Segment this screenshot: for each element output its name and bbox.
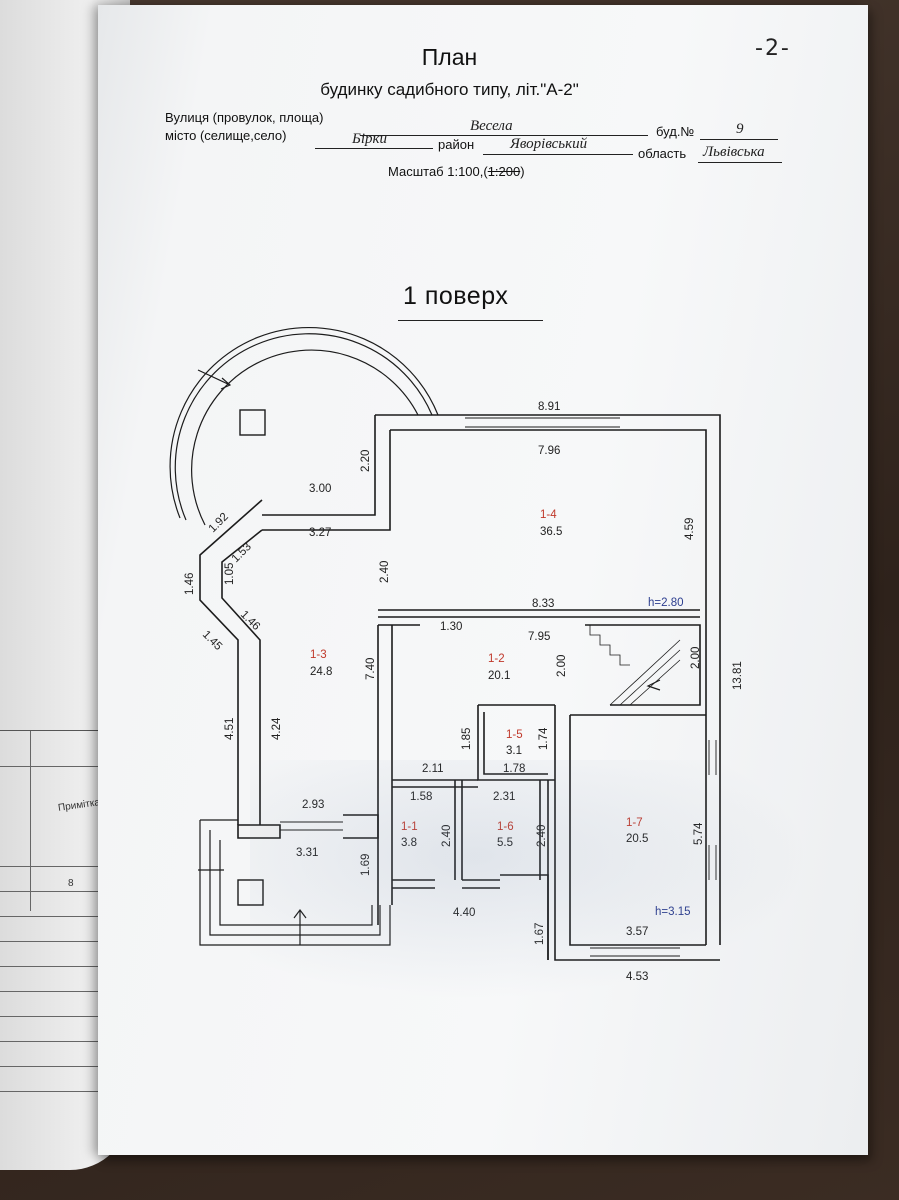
dim-1-45: 1.45 <box>200 629 224 653</box>
room-1-2-id: 1-2 <box>488 653 505 665</box>
floor-title-underline <box>398 320 543 321</box>
room-1-3-area: 24.8 <box>310 666 332 678</box>
dim-4-59: 4.59 <box>684 518 696 540</box>
district-value: Яворівський <box>510 136 588 152</box>
page-title: План <box>421 44 478 70</box>
dim-8-33: 8.33 <box>532 598 554 610</box>
dim-2-40-1-1: 2.40 <box>441 825 453 847</box>
room-1-1-id: 1-1 <box>401 821 418 833</box>
dim-4-24: 4.24 <box>271 717 283 740</box>
room-1-6-id: 1-6 <box>497 821 514 833</box>
dim-2-31: 2.31 <box>493 791 515 803</box>
scale-label: Масштаб 1:100,(1:200) <box>388 164 525 179</box>
room-1-4-id: 1-4 <box>540 509 557 521</box>
room-1-7-id: 1-7 <box>626 817 643 829</box>
dim-4-51: 4.51 <box>224 718 236 740</box>
height-1-4: h=2.80 <box>648 597 684 609</box>
room-1-3-id: 1-3 <box>310 649 327 661</box>
dim-1-74: 1.74 <box>538 727 550 750</box>
dim-2-20: 2.20 <box>360 450 372 472</box>
document-page <box>98 5 868 1155</box>
row-number: 8 <box>68 878 74 889</box>
room-1-6-area: 5.5 <box>497 837 513 849</box>
dim-2-11: 2.11 <box>422 763 444 775</box>
building-label: буд.№ <box>656 124 695 139</box>
dim-1-30: 1.30 <box>440 621 462 633</box>
dim-2-93: 2.93 <box>302 799 324 811</box>
region-label: область <box>638 146 687 161</box>
district-label: район <box>438 137 475 152</box>
dim-1-58: 1.58 <box>410 791 432 803</box>
dim-1-05: 1.05 <box>224 563 236 585</box>
dim-4-53: 4.53 <box>626 971 648 983</box>
street-label: Вулиця (провулок, площа) <box>165 110 324 125</box>
page-number: -2- <box>755 36 791 61</box>
room-1-5-area: 3.1 <box>506 745 522 757</box>
underlying-table <box>0 730 110 1151</box>
dim-1-67: 1.67 <box>534 923 546 945</box>
room-1-7-area: 20.5 <box>626 833 648 845</box>
building-value: 9 <box>736 121 744 137</box>
page-subtitle: будинку садибного типу, літ."А-2" <box>320 80 579 99</box>
city-label: місто (селище,село) <box>165 128 287 143</box>
dim-5-74: 5.74 <box>693 822 705 845</box>
dim-7-40: 7.40 <box>365 658 377 680</box>
dim-1-85: 1.85 <box>461 728 473 750</box>
dim-2-40-1-6: 2.40 <box>536 825 548 847</box>
dim-1-69: 1.69 <box>360 854 372 876</box>
dim-top-outer: 8.91 <box>538 401 560 413</box>
dim-13-81: 13.81 <box>732 661 744 690</box>
region-value: Львівська <box>703 144 765 160</box>
dim-2-00-a: 2.00 <box>556 655 568 677</box>
dim-3-00: 3.00 <box>309 483 331 495</box>
dim-2-00-b: 2.00 <box>690 647 702 669</box>
room-1-5-id: 1-5 <box>506 729 523 741</box>
dim-top-inner: 7.96 <box>538 445 560 457</box>
room-1-2-area: 20.1 <box>488 670 510 682</box>
height-1-7: h=3.15 <box>655 906 691 918</box>
dim-3-31: 3.31 <box>296 847 318 859</box>
city-value: Бірки <box>352 131 388 147</box>
room-1-1-area: 3.8 <box>401 837 417 849</box>
dim-3-27: 3.27 <box>309 527 331 539</box>
floor-title: 1 поверх <box>403 282 509 310</box>
room-1-4-area: 36.5 <box>540 526 562 538</box>
dim-3-57: 3.57 <box>626 926 648 938</box>
street-value: Весела <box>470 118 513 134</box>
dim-4-40: 4.40 <box>453 907 475 919</box>
dim-1-46-left: 1.46 <box>184 573 196 595</box>
dim-2-40-1-4: 2.40 <box>379 561 391 583</box>
dim-7-95: 7.95 <box>528 631 550 643</box>
dim-1-78: 1.78 <box>503 763 525 775</box>
dim-1-53: 1.53 <box>230 541 254 565</box>
